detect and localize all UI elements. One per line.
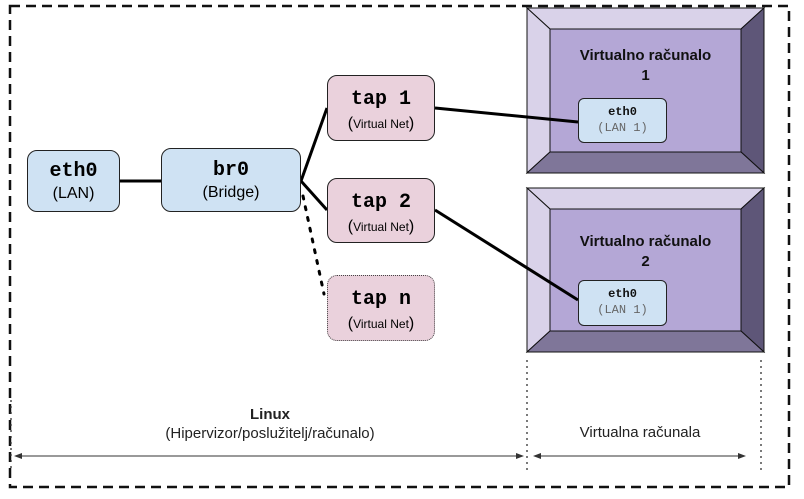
host-boundary: [8, 4, 791, 489]
tap1-node: tap 1 (Virtual Net): [327, 75, 435, 141]
vm-1-nic-name: eth0: [608, 105, 637, 119]
tapn-node: tap n (Virtual Net): [327, 275, 435, 341]
vm-caption: Virtualna računala: [579, 424, 701, 441]
eth0-node: eth0 (LAN): [27, 150, 120, 212]
vm-1-title-line1: Virtualno računalo: [579, 47, 712, 64]
eth0-name: eth0: [49, 160, 98, 183]
tap2-label: (Virtual Net): [347, 218, 415, 235]
link-br0-tap1: [299, 107, 329, 182]
br0-name: br0: [212, 159, 249, 182]
vm-1-nic: eth0 (LAN 1): [578, 98, 667, 143]
tap2-name: tap 2: [350, 191, 411, 214]
vm-2-title: Virtualno računalo 2: [550, 232, 741, 272]
vm-1-title-line2: 1: [641, 67, 650, 84]
vm-1-title: Virtualno računalo 1: [550, 46, 741, 86]
vm-1-frame: [525, 6, 766, 175]
eth0-label: (LAN): [52, 185, 95, 202]
link-br0-tap2: [299, 179, 329, 212]
linux-caption: Linux (Hipervizor/poslužitelj/računalo): [60, 406, 480, 442]
br0-node: br0 (Bridge): [161, 148, 301, 212]
vm-2-nic-name: eth0: [608, 287, 637, 301]
link-tap1-vm1: [434, 106, 579, 124]
vm-2-title-line2: 2: [641, 253, 650, 270]
tap1-name: tap 1: [350, 88, 411, 111]
vm-2-title-line1: Virtualno računalo: [579, 233, 712, 250]
linux-subtitle: (Hipervizor/poslužitelj/računalo): [165, 425, 375, 442]
linux-title: Linux: [250, 406, 290, 423]
vm-2-nic: eth0 (LAN 1): [578, 280, 667, 326]
tapn-name: tap n: [350, 288, 411, 311]
br0-label: (Bridge): [202, 184, 260, 201]
link-br0-tapn: [301, 194, 326, 296]
vm-2-nic-label: (LAN 1): [597, 303, 648, 317]
tapn-label: (Virtual Net): [347, 315, 415, 332]
vm-2-frame: [525, 186, 766, 354]
link-tap2-vm2: [434, 208, 579, 302]
tap2-node: tap 2 (Virtual Net): [327, 178, 435, 243]
vm-1-nic-label: (LAN 1): [597, 121, 648, 135]
tap1-label: (Virtual Net): [347, 115, 415, 132]
